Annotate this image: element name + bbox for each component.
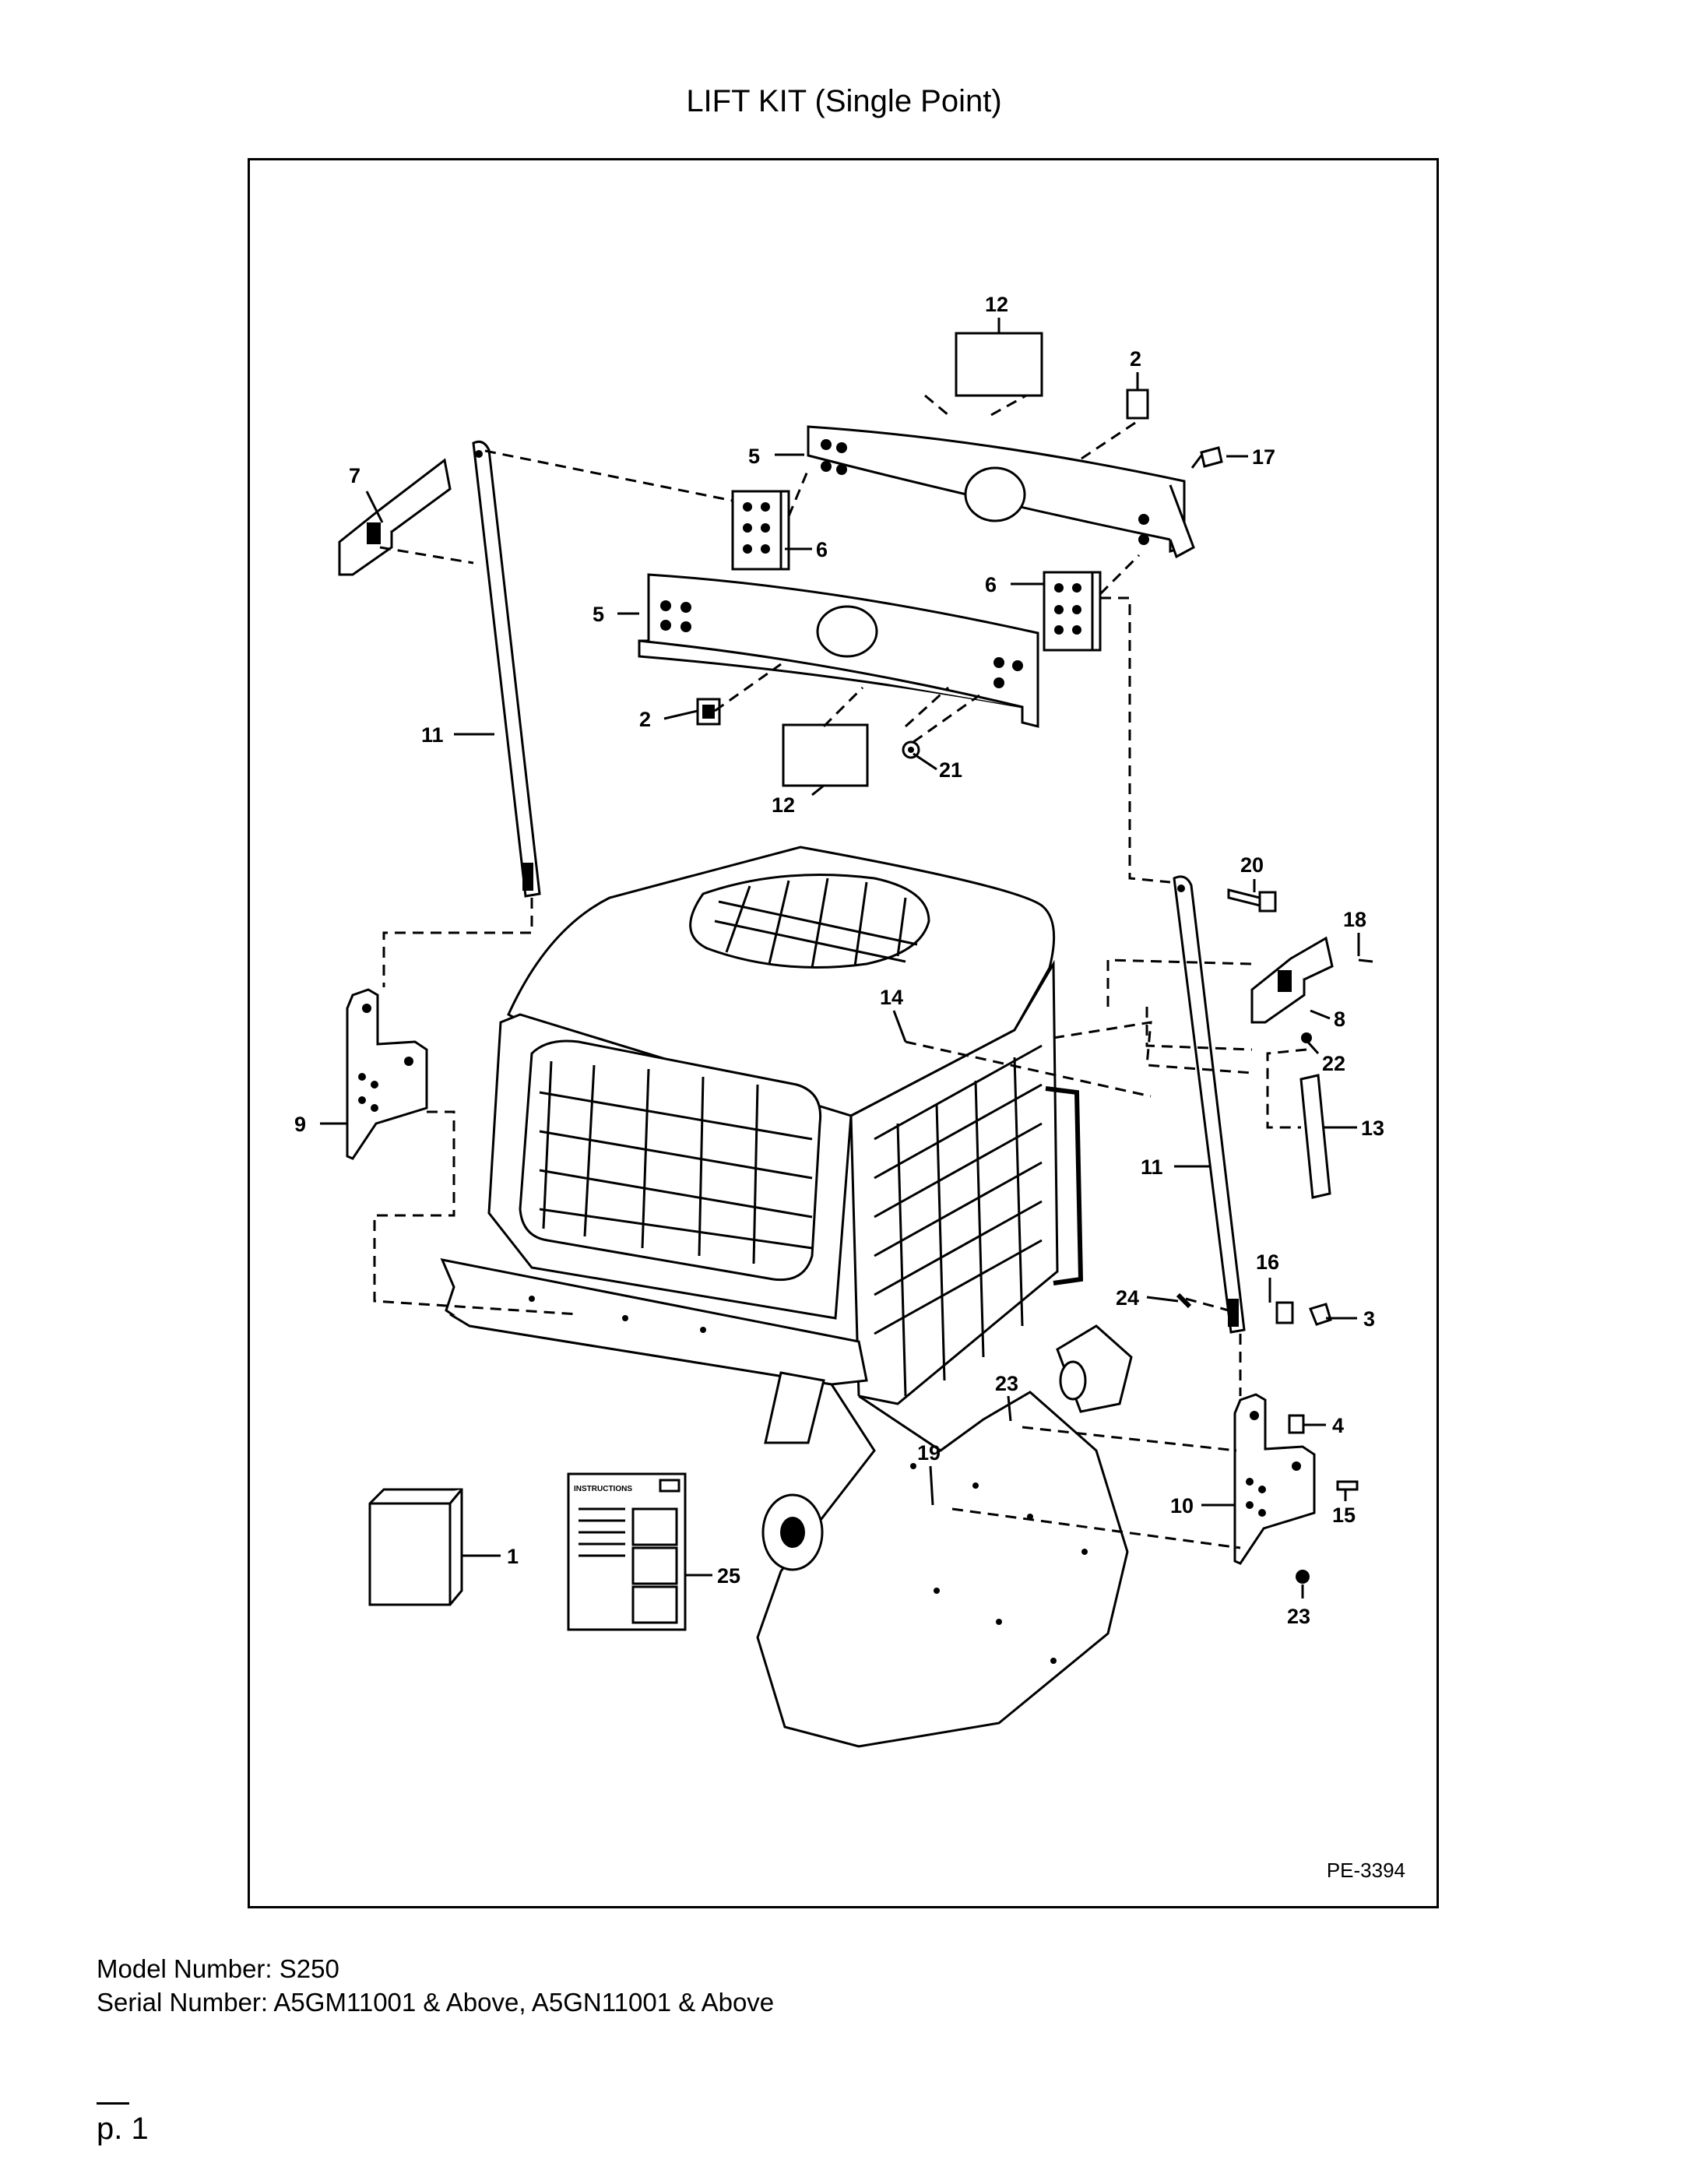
callout-25: 25 [717,1564,740,1588]
callout-24: 24 [1116,1286,1139,1310]
callout-2-top: 2 [1130,347,1141,371]
callout-21: 21 [939,758,962,782]
decal-13 [1299,1074,1331,1199]
callout-14: 14 [880,986,903,1009]
diagram-frame: INSTRUCTIONS [248,158,1439,1908]
callout-labels: 12 2 5 17 7 6 6 5 2 11 21 12 20 18 14 8 … [294,293,1384,1628]
callout-23-bottom: 23 [1287,1605,1310,1628]
callout-12-top: 12 [985,293,1008,316]
callout-1: 1 [507,1545,519,1568]
page-number: p. 1 [97,2112,149,2146]
callout-22: 22 [1322,1052,1345,1075]
spacer-plate-left [731,490,790,571]
leader-lines [320,318,1360,1598]
page-title: LIFT KIT (Single Point) [686,84,1002,118]
instruction-decal-text: INSTRUCTIONS [574,1485,632,1493]
spacer-plate-right [1043,571,1102,652]
callout-17: 17 [1252,445,1275,469]
callout-15: 15 [1332,1503,1356,1527]
decal-top [955,332,1043,397]
cab-assembly [440,846,1133,1748]
callout-12-bottom: 12 [772,793,795,817]
exploded-parts-diagram: INSTRUCTIONS [294,293,1384,1748]
callout-19: 19 [917,1441,941,1465]
instruction-decal: INSTRUCTIONS [567,1472,687,1631]
callout-7: 7 [349,464,360,487]
assembly-dashed-lines [373,394,1307,1549]
callout-8: 8 [1334,1008,1345,1031]
callout-6-right: 6 [985,573,997,596]
kit-box [368,1488,463,1606]
bracket-7 [338,458,452,576]
side-plate-9 [346,988,428,1160]
bracket-8 [1250,936,1334,1024]
page-number-rule [97,2102,129,2105]
decal-bottom [782,723,869,787]
bolt-17 [1190,446,1223,469]
callout-5-upper: 5 [748,445,760,468]
lift-link-right [1173,875,1246,1334]
side-plate-10 [1233,1393,1316,1565]
callout-9: 9 [294,1113,306,1136]
callout-18: 18 [1343,908,1366,931]
callout-20: 20 [1240,853,1264,877]
callout-2-lower: 2 [639,708,651,731]
callout-3: 3 [1363,1307,1375,1331]
drawing-code: PE-3394 [1326,1859,1405,1882]
lift-link-left [472,440,541,898]
callout-23-center: 23 [995,1372,1018,1395]
callout-16: 16 [1256,1250,1279,1274]
callout-11-left: 11 [421,723,444,747]
callout-13: 13 [1361,1117,1384,1140]
callout-5-lower: 5 [593,603,604,626]
callout-4: 4 [1332,1414,1344,1437]
lift-bar-upper [807,425,1195,559]
callout-10: 10 [1170,1494,1194,1518]
serial-number: Serial Number: A5GM11001 & Above, A5GN11… [97,1988,775,2017]
model-number: Model Number: S250 [97,1954,339,1983]
callout-11-right: 11 [1141,1155,1163,1179]
callout-6-left: 6 [816,538,828,561]
lift-bar-lower [638,573,1039,728]
nut-plate-top [1126,389,1149,420]
